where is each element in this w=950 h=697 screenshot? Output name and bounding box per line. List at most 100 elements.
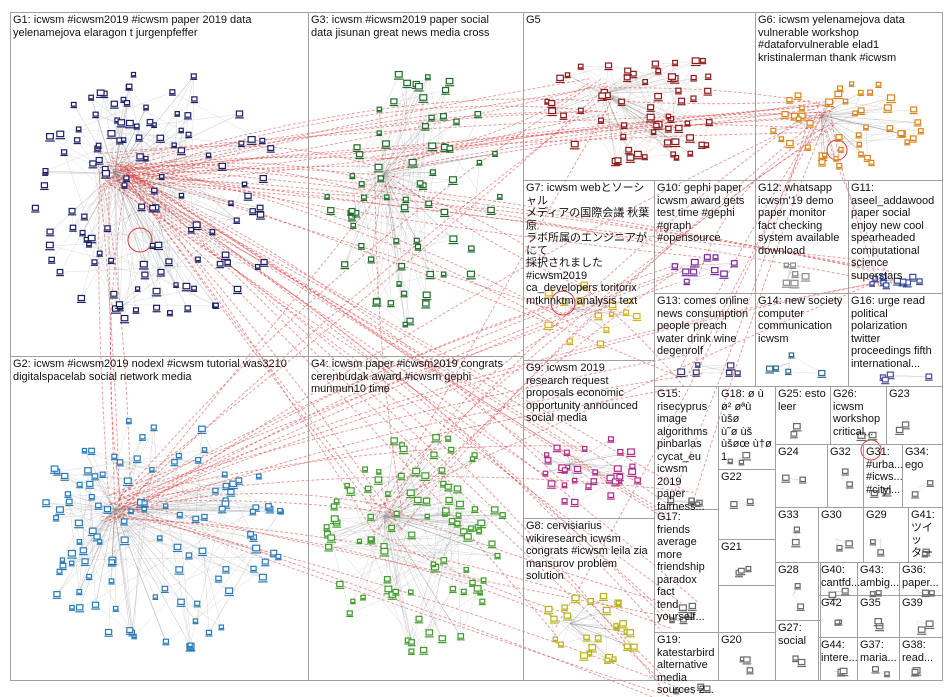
node-g5 xyxy=(654,123,659,127)
node-g2 xyxy=(193,619,197,622)
node-g6 xyxy=(838,86,843,90)
node-g4 xyxy=(470,580,475,584)
node-g7 xyxy=(624,310,629,314)
node-g4 xyxy=(426,630,432,635)
node-g1 xyxy=(111,291,117,296)
node-g29 xyxy=(878,550,884,554)
node-g5 xyxy=(578,108,583,112)
node-g1 xyxy=(225,260,230,264)
node-g2 xyxy=(92,474,97,478)
node-g5 xyxy=(685,121,689,125)
node-g1 xyxy=(97,90,104,95)
node-g7 xyxy=(610,312,614,315)
node-g5 xyxy=(625,68,631,73)
node-g3 xyxy=(359,182,364,186)
node-g7 xyxy=(562,300,567,304)
group-box-g38 xyxy=(900,638,943,681)
node-g4 xyxy=(477,529,481,533)
node-g8 xyxy=(612,657,616,660)
node-g1 xyxy=(166,259,172,264)
node-g1 xyxy=(229,201,233,204)
node-g11 xyxy=(917,279,922,283)
node-g9 xyxy=(545,458,551,462)
node-g9 xyxy=(572,499,578,504)
node-g1 xyxy=(97,251,102,255)
node-g2 xyxy=(257,474,261,478)
node-g5 xyxy=(624,75,630,80)
node-g29 xyxy=(871,540,876,544)
node-g5 xyxy=(561,113,567,117)
node-g3 xyxy=(391,99,397,104)
group-box-g34 xyxy=(903,445,943,508)
node-g2 xyxy=(158,536,162,540)
node-g9 xyxy=(548,481,555,486)
node-g13 xyxy=(727,370,732,374)
node-g6 xyxy=(876,82,881,86)
node-g4 xyxy=(391,438,397,443)
node-g19 xyxy=(674,689,678,692)
node-g7 xyxy=(598,341,604,346)
node-g4 xyxy=(361,595,365,598)
node-g6 xyxy=(782,112,788,117)
node-g39 xyxy=(926,621,933,626)
node-g3 xyxy=(383,141,390,146)
node-g1 xyxy=(174,283,178,286)
node-g1 xyxy=(268,146,274,151)
node-g15 xyxy=(696,502,700,505)
node-g2 xyxy=(276,554,281,558)
node-g2 xyxy=(51,466,58,471)
node-g2 xyxy=(62,473,68,478)
node-g4 xyxy=(326,544,332,549)
node-g8 xyxy=(614,624,618,627)
node-g3 xyxy=(351,223,355,227)
node-g1 xyxy=(80,231,85,235)
node-g2 xyxy=(195,601,200,605)
node-g4 xyxy=(337,582,343,587)
node-g2 xyxy=(82,449,86,452)
node-g4 xyxy=(461,589,466,593)
node-g5 xyxy=(606,63,612,68)
node-g1 xyxy=(139,204,145,209)
node-g2 xyxy=(43,500,49,505)
node-g1 xyxy=(150,243,155,247)
node-g2 xyxy=(177,512,182,516)
node-g2 xyxy=(85,468,91,473)
node-g1 xyxy=(239,141,244,145)
node-g2 xyxy=(199,426,206,431)
node-g9 xyxy=(574,466,580,471)
node-g4 xyxy=(439,636,445,641)
node-g1 xyxy=(140,261,147,266)
node-g20 xyxy=(747,668,752,672)
node-g18 xyxy=(739,460,743,463)
node-g4 xyxy=(421,647,427,652)
node-g3 xyxy=(362,195,367,199)
node-g33 xyxy=(794,527,799,531)
node-g7 xyxy=(604,327,609,331)
node-g8 xyxy=(603,607,610,612)
node-g6 xyxy=(888,95,895,101)
node-g6 xyxy=(856,133,861,137)
node-g1 xyxy=(219,163,225,168)
node-g4 xyxy=(464,534,471,539)
node-g6 xyxy=(859,90,864,94)
node-g11 xyxy=(910,274,916,279)
node-g5 xyxy=(626,147,632,152)
node-g3 xyxy=(403,197,408,201)
node-g4 xyxy=(472,507,477,511)
node-g2 xyxy=(121,537,128,542)
node-g14 xyxy=(774,366,779,370)
node-g21 xyxy=(738,568,744,573)
node-g7 xyxy=(567,339,572,343)
node-g4 xyxy=(470,457,474,460)
node-g1 xyxy=(124,176,129,180)
node-g4 xyxy=(500,513,505,517)
node-g3 xyxy=(401,205,407,210)
node-g3 xyxy=(423,292,430,297)
node-g3 xyxy=(409,159,416,165)
node-g2 xyxy=(151,425,156,429)
node-g4 xyxy=(472,453,477,457)
node-g1 xyxy=(92,260,97,264)
node-g7 xyxy=(545,290,552,295)
node-g4 xyxy=(495,554,500,558)
